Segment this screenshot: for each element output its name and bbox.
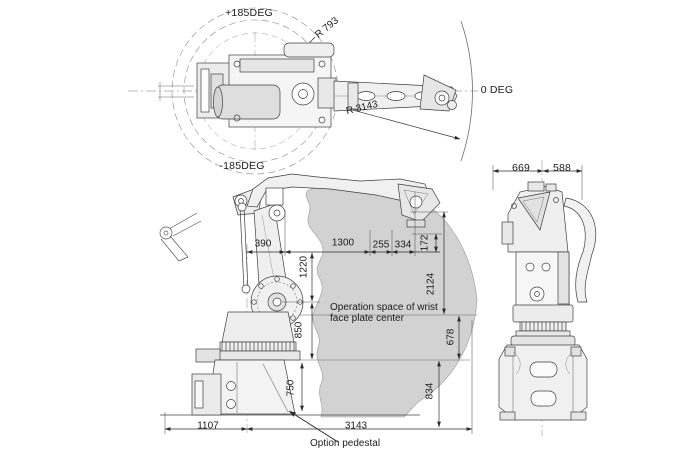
dim-834-label: 834 (424, 382, 436, 400)
dim-172-label: 172 (419, 234, 431, 252)
front-view-drawing (492, 160, 597, 436)
phantom-arm (159, 212, 202, 262)
dim-255-label: 255 (372, 239, 390, 251)
robot-front-body (498, 181, 597, 421)
operation-space-note: Operation space of wrist face plate cent… (330, 302, 438, 324)
dim-678-label: 678 (445, 328, 457, 346)
rotation-ccw-label: +185DEG (225, 7, 273, 19)
dim-750-label: 750 (285, 379, 297, 397)
zero-deg-label: 0 DEG (480, 84, 514, 96)
operation-space-region (305, 183, 478, 418)
dim-1300-label: 1300 (331, 237, 355, 249)
dim-850-label: 850 (293, 321, 305, 339)
option-pedestal-label: Option pedestal (310, 438, 381, 449)
dim-1220-label: 1220 (298, 255, 310, 279)
top-view-drawing (128, 7, 478, 175)
dim-669-label: 669 (511, 162, 531, 174)
rotation-cw-label: -185DEG (219, 160, 265, 172)
dim-390-label: 390 (254, 238, 272, 250)
dim-1107-label: 1107 (197, 420, 219, 432)
dim-334-label: 334 (394, 239, 412, 251)
robot-plan-body (196, 42, 458, 128)
dim-2124-label: 2124 (425, 272, 437, 296)
dim-3143-label: 3143 (344, 420, 368, 432)
side-view-drawing (159, 173, 478, 443)
dim-588-label: 588 (552, 162, 572, 174)
front-view-dimensions (492, 165, 583, 200)
side-view-dimensions (164, 192, 473, 443)
